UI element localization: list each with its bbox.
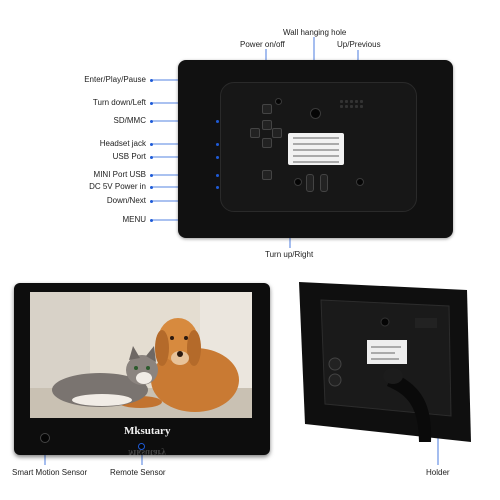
label-holder: Holder [426,468,450,477]
wall-hanging-hole [310,108,321,119]
brand-reflection: Mksutary [128,448,166,458]
label-dc-power: DC 5V Power in [89,182,146,191]
label-sticker [288,133,344,165]
frame-side-view [299,282,471,442]
stand-slot [306,174,314,192]
enter-button[interactable] [262,120,272,130]
power-button[interactable] [262,104,272,114]
pet-photo [30,292,252,418]
label-turn-up-right: Turn up/Right [265,250,314,259]
label-sd-mmc: SD/MMC [113,116,146,125]
label-smart-motion-sensor: Smart Motion Sensor [12,468,88,477]
label-menu: MENU [122,215,146,224]
photo-screen [30,292,252,418]
label-turn-down-left: Turn down/Left [92,98,146,107]
label-power: Power on/off [240,40,285,49]
screw-hole [294,178,302,186]
left-button[interactable] [250,128,260,138]
motion-sensor [40,433,50,443]
label-usb-port: USB Port [112,152,146,161]
menu-button[interactable] [262,170,272,180]
label-wall-hanging-hole: Wall hanging hole [283,28,347,37]
up-button[interactable] [272,128,282,138]
screw-hole [275,98,282,105]
label-headset-jack: Headset jack [99,139,146,148]
down-button[interactable] [262,138,272,148]
label-up-previous: Up/Previous [337,40,381,49]
remote-sensor [138,443,145,450]
screw-hole [356,178,364,186]
label-down-next: Down/Next [106,196,146,205]
stand-slot [320,174,328,192]
label-remote-sensor: Remote Sensor [110,468,166,477]
brand-logo: Mksutary [124,425,171,437]
label-enter-play-pause: Enter/Play/Pause [84,75,146,84]
speaker-vent [340,100,363,108]
label-mini-usb: MINI Port USB [93,170,146,179]
